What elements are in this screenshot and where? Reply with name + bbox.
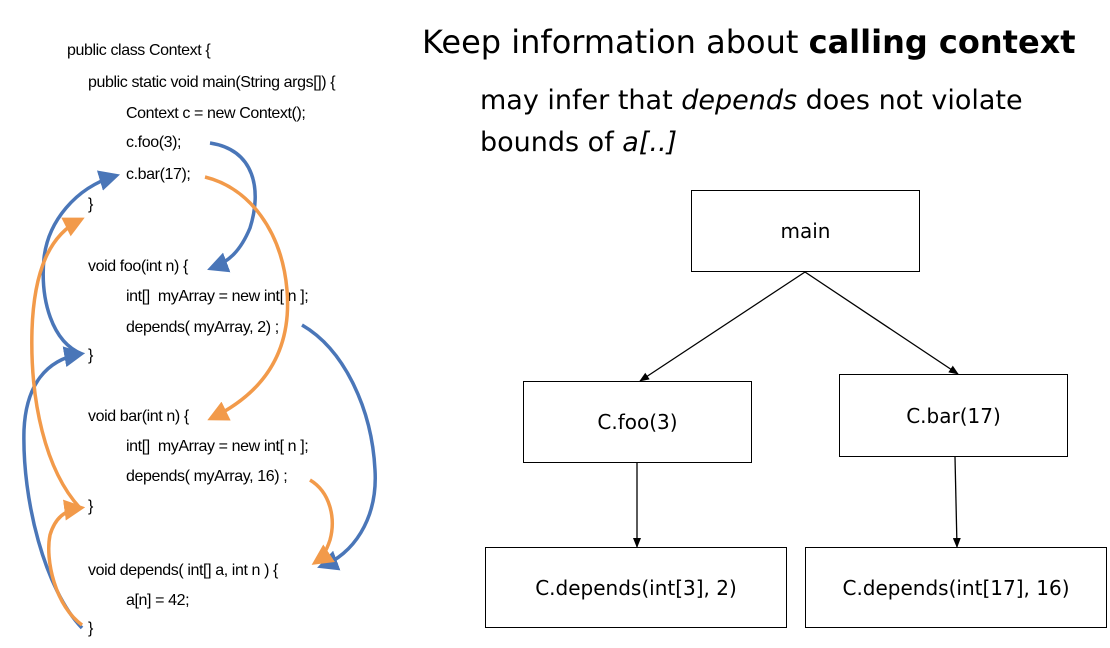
code-line-class: public class Context { [67,42,211,59]
code-line-context-new: Context c = new Context(); [126,105,306,122]
tree-edge-main-bar [804,271,959,375]
code-line-foo-signature: void foo(int n) { [88,258,188,275]
subtitle-italic-depends: depends [681,85,798,116]
slide-title: Keep information about calling context [422,22,1076,62]
code-line-depends-signature: void depends( int[] a, int n ) { [88,562,278,579]
tree-node-bar-label: C.bar(17) [906,403,1001,428]
code-line-foo-close: } [88,347,93,364]
tree-node-foo-depends: C.depends(int[3], 2) [485,547,787,628]
code-line-foo-depends: depends( myArray, 2) ; [126,319,279,336]
orange-arrow-bar-return [30,217,85,510]
slide-title-prefix: Keep information about [422,23,809,61]
tree-node-bar: C.bar(17) [839,374,1068,457]
subtitle-italic-array: a[..] [622,127,678,158]
code-line-depends-assign: a[n] = 42; [126,592,190,609]
tree-node-bar-depends: C.depends(int[17], 16) [805,547,1107,628]
code-line-call-foo: c.foo(3); [126,134,182,151]
code-line-foo-array: int[] myArray = new int[ n ]; [126,288,309,305]
code-line-main-close: } [88,196,93,213]
tree-node-bar-depends-label: C.depends(int[17], 16) [842,575,1070,600]
blue-arrow-foo-call [207,141,257,273]
slide-subtitle: may infer that depends does not violate … [480,80,1080,164]
code-line-call-bar: c.bar(17); [126,166,191,183]
blue-arrow-depends-return [22,346,86,630]
slide-title-bold: calling context [808,23,1076,61]
code-line-bar-depends: depends( myArray, 16) ; [126,468,288,485]
code-line-depends-close: } [88,620,93,637]
subtitle-part2: does not violate bounds of [480,85,1023,158]
orange-arrow-depends-return [47,499,86,627]
tree-node-foo: C.foo(3) [523,381,752,463]
code-line-bar-signature: void bar(int n) { [88,408,189,425]
tree-node-foo-label: C.foo(3) [597,410,678,434]
blue-arrow-foo-to-depends [301,323,377,571]
subtitle-part1: may infer that [480,85,682,116]
code-line-main-signature: public static void main(String args[]) { [88,74,336,91]
tree-node-main-label: main [780,219,831,243]
orange-arrow-bar-to-depends [309,478,335,565]
tree-edge-bar-depends [952,456,961,548]
tree-node-main: main [691,190,920,272]
code-line-bar-close: } [88,498,93,515]
tree-node-foo-depends-label: C.depends(int[3], 2) [535,575,737,600]
code-line-bar-array: int[] myArray = new int[ n ]; [126,438,309,455]
tree-edge-main-foo [639,271,806,382]
